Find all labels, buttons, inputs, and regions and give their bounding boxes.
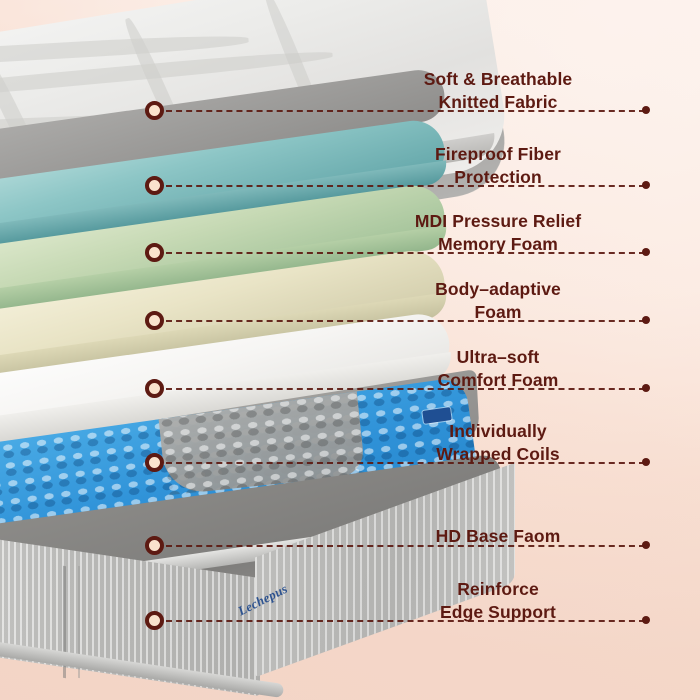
callout-dashed-line bbox=[166, 252, 645, 254]
callout-end-dot-icon bbox=[642, 616, 650, 624]
callout-marker-icon[interactable] bbox=[145, 311, 164, 330]
layer-label-line1: Reinforce bbox=[457, 579, 539, 599]
layer-label-hd-base-foam: HD Base Faom bbox=[348, 525, 648, 548]
callout-marker-icon[interactable] bbox=[145, 243, 164, 262]
callout-dashed-line bbox=[166, 462, 645, 464]
callout-end-dot-icon bbox=[642, 248, 650, 256]
layer-label-line2: Edge Support bbox=[440, 601, 556, 622]
callout-marker-icon[interactable] bbox=[145, 176, 164, 195]
callout-end-dot-icon bbox=[642, 384, 650, 392]
callout-dashed-line bbox=[166, 545, 645, 547]
callout-dashed-line bbox=[166, 320, 645, 322]
layer-label-line2: Comfort Foam bbox=[437, 369, 559, 390]
layer-label-line2: Wrapped Coils bbox=[436, 443, 560, 464]
callout-marker-icon[interactable] bbox=[145, 453, 164, 472]
layer-label-line2: Foam bbox=[474, 301, 522, 322]
callout-marker-icon[interactable] bbox=[145, 101, 164, 120]
callout-end-dot-icon bbox=[642, 316, 650, 324]
layer-label-line2: Knitted Fabric bbox=[438, 91, 558, 112]
callout-marker-icon[interactable] bbox=[145, 611, 164, 630]
callout-marker-icon[interactable] bbox=[145, 536, 164, 555]
callout-end-dot-icon bbox=[642, 458, 650, 466]
callout-dashed-line bbox=[166, 185, 645, 187]
callout-dashed-line bbox=[166, 388, 645, 390]
layer-label-line2: Protection bbox=[454, 166, 542, 187]
layer-label-line1: Body–adaptive bbox=[435, 279, 561, 299]
callout-dashed-line bbox=[166, 110, 645, 112]
layer-label-line1: Soft & Breathable bbox=[423, 69, 573, 89]
layer-label-line1: Ultra–soft bbox=[456, 347, 540, 367]
callout-dashed-line bbox=[166, 620, 645, 622]
layer-label-line1: Fireproof Fiber bbox=[435, 144, 561, 164]
callout-end-dot-icon bbox=[642, 181, 650, 189]
callout-end-dot-icon bbox=[642, 106, 650, 114]
layer-label-line1: MDI Pressure Relief bbox=[414, 211, 582, 231]
callout-marker-icon[interactable] bbox=[145, 379, 164, 398]
layer-label-line1: HD Base Faom bbox=[435, 526, 561, 546]
callout-end-dot-icon bbox=[642, 541, 650, 549]
layer-label-line1: Individually bbox=[449, 421, 547, 441]
layer-label-line2: Memory Foam bbox=[438, 233, 558, 254]
